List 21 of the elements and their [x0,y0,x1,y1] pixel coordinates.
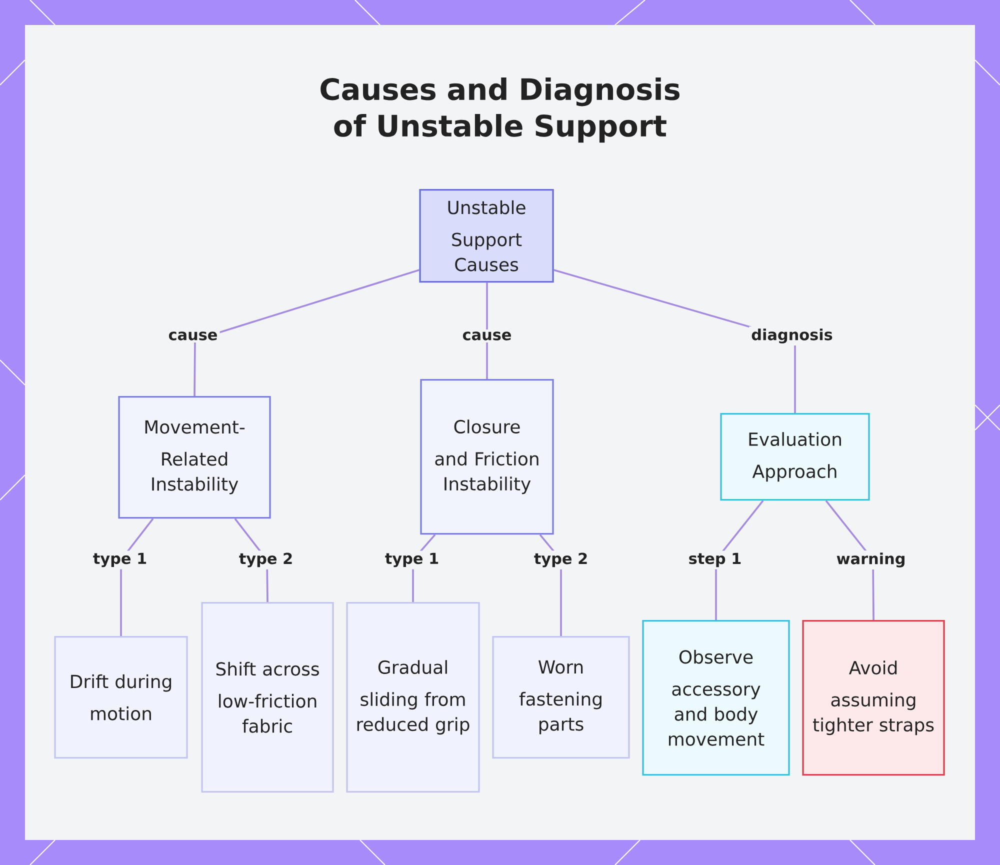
connector [194,269,420,396]
title: Causes and Diagnosis of Unstable Support [320,77,680,143]
edge-label: type 2 [532,550,590,570]
category-box: Observe accessory and body movement [642,620,790,776]
item-box: Shift across low-friction fabric [201,602,334,793]
edge-label: type 1 [90,550,150,570]
item-box: Gradual sliding from reduced grip [346,602,480,793]
item-box: Worn fastening parts [492,636,630,759]
edge-label: step 1 [686,550,744,570]
category-box: Movement-Related Instability [118,396,271,519]
edge-label: type 1 [382,550,442,570]
warning-box: Avoid assuming tighter straps [802,620,945,776]
edge-label: cause [460,330,514,342]
item-box: Drift during motion [54,636,188,759]
category-box: Closure and Friction Instability [420,379,554,535]
edge-label: diagnosis [749,326,835,346]
root-box: Unstable Support Causes [419,189,554,283]
category-box: Evaluation Approach [720,413,870,501]
edge-label: type 2 [236,550,296,570]
edge-label: cause [166,330,220,342]
edge-label: warning [834,550,908,570]
